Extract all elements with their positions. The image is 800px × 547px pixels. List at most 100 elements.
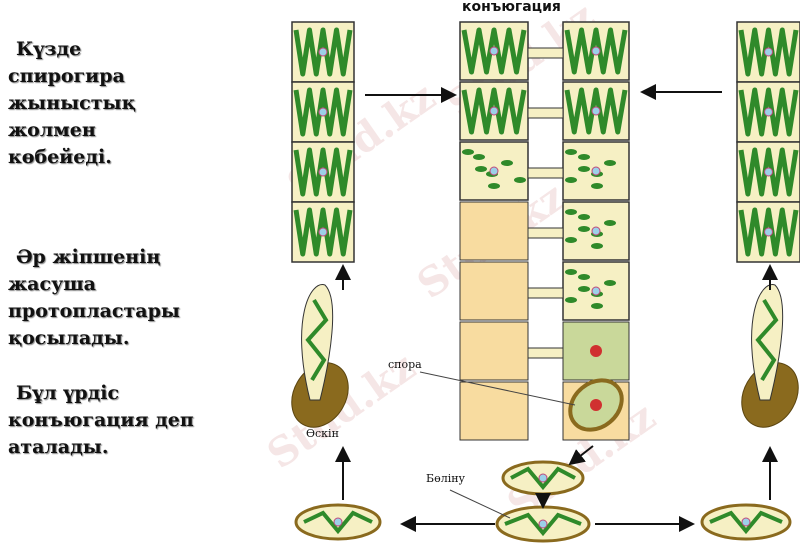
conjugating-cell — [562, 141, 630, 201]
chloroplast — [709, 510, 783, 535]
germling — [751, 284, 784, 401]
conjugation-tube — [527, 167, 564, 179]
text-line: қосылады. — [8, 327, 130, 349]
central-left-cell — [459, 21, 529, 81]
division-cell — [700, 503, 792, 541]
conjugating-cell — [459, 141, 529, 201]
text-block-3: Бұл үрдіс конъюгация деп аталады. — [8, 380, 194, 461]
chloroplast-fragment — [591, 243, 603, 249]
chloroplast-fragment — [475, 166, 487, 172]
chloroplast-fragment — [565, 209, 577, 215]
germling-chloroplast — [305, 298, 329, 382]
germination-label: Өскін — [306, 427, 339, 440]
text-line: конъюгация деп — [8, 409, 194, 431]
chloroplast-spiral — [738, 87, 799, 137]
empty-cell — [459, 261, 529, 321]
nucleus — [489, 106, 499, 116]
conjugation-tube — [527, 287, 564, 299]
conjugation-tube — [527, 347, 564, 359]
chloroplast-fragment — [591, 303, 603, 309]
chloroplast-spiral — [293, 27, 353, 77]
text-block-2: Әр жіпшенің жасуша протопластары қосылад… — [8, 244, 180, 352]
central-left-cell — [459, 81, 529, 141]
left-filament-cell — [291, 201, 355, 263]
chloroplast-fragment — [578, 154, 590, 160]
text-line: Әр жіпшенің — [16, 246, 161, 268]
chloroplast-fragment — [488, 183, 500, 189]
chloroplast-fragment — [565, 149, 577, 155]
chloroplast-spiral — [738, 147, 799, 197]
conjugation-tube — [527, 47, 564, 59]
conjugation-tube — [527, 227, 564, 239]
chloroplast-spiral — [293, 207, 353, 257]
nucleus — [318, 167, 328, 177]
nucleus — [764, 47, 773, 57]
chloroplast-fragment — [604, 160, 616, 166]
nucleus — [591, 106, 601, 116]
chloroplast-spiral — [293, 147, 353, 197]
text-line: Бұл үрдіс — [16, 382, 120, 404]
nucleus — [318, 107, 328, 117]
nucleus — [318, 227, 328, 237]
chloroplast-fragment — [501, 160, 513, 166]
division-label: Бөліну — [426, 472, 466, 485]
text-line: жасуша — [8, 273, 96, 295]
chloroplast-fragment — [565, 269, 577, 275]
conjugating-cell — [562, 201, 630, 261]
chloroplast-spiral — [564, 27, 628, 75]
chloroplast-fragment — [578, 214, 590, 220]
nucleus — [591, 226, 601, 236]
arrow — [568, 445, 594, 466]
chloroplast-fragment — [578, 226, 590, 232]
central-right-cell — [562, 21, 630, 81]
left-filament-cell — [291, 21, 355, 83]
chloroplast-fragment — [578, 166, 590, 172]
chloroplast-fragment — [565, 237, 577, 243]
chloroplast — [510, 466, 576, 491]
right-filament-cell — [736, 201, 800, 263]
nucleus — [538, 473, 548, 483]
nucleus — [591, 46, 601, 56]
empty-cell — [459, 321, 529, 381]
diagram-title: конъюгация — [462, 0, 561, 15]
text-line: көбейеді. — [8, 146, 112, 168]
zygote-nucleus — [590, 345, 602, 357]
empty-cell — [459, 201, 529, 261]
spore-pointer — [419, 371, 576, 406]
left-filament-cell — [291, 81, 355, 143]
chloroplast-fragment — [604, 220, 616, 226]
empty-cell — [459, 381, 529, 441]
nucleus — [489, 46, 499, 56]
nucleus — [764, 107, 773, 117]
central-right-cell — [562, 81, 630, 141]
chloroplast-spiral — [461, 27, 527, 75]
nucleus — [764, 167, 773, 177]
text-line: Күзде — [16, 38, 82, 60]
nucleus — [764, 227, 773, 237]
spore-label: спора — [388, 358, 422, 371]
right-filament-cell — [736, 21, 800, 83]
text-line: протопластары — [8, 300, 180, 322]
conjugation-tube — [527, 107, 564, 119]
chloroplast-fragment — [591, 183, 603, 189]
nucleus — [741, 517, 751, 527]
chloroplast-fragment — [565, 177, 577, 183]
germling-chloroplast — [755, 298, 779, 382]
spore-nucleus — [590, 399, 602, 411]
chloroplast — [303, 510, 373, 535]
chloroplast-fragment — [578, 286, 590, 292]
division-pointer — [449, 489, 511, 519]
chloroplast-fragment — [604, 280, 616, 286]
division-cell — [495, 505, 591, 543]
nucleus — [538, 519, 548, 529]
nucleus — [333, 517, 343, 527]
germling — [301, 284, 334, 401]
division-cell — [501, 460, 585, 496]
text-line: жолмен — [8, 119, 96, 141]
left-filament-cell — [291, 141, 355, 203]
division-cell — [294, 503, 382, 541]
chloroplast-fragment — [578, 274, 590, 280]
chloroplast-spiral — [738, 27, 799, 77]
chloroplast-fragment — [473, 154, 485, 160]
chloroplast-fragment — [565, 297, 577, 303]
